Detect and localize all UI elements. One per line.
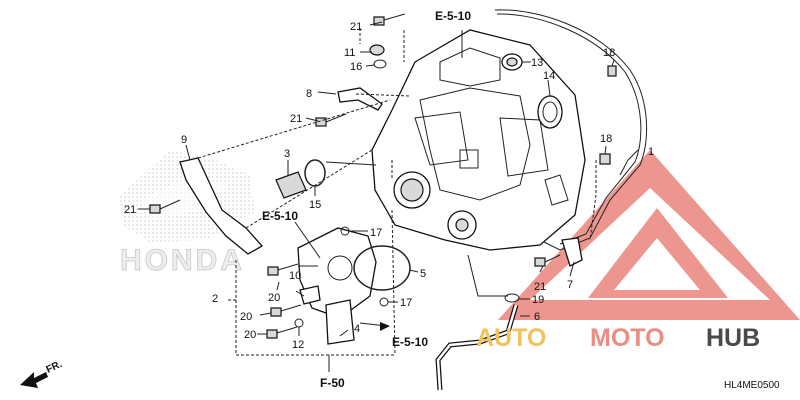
bolt-20 [270, 304, 302, 317]
leader-lines [138, 21, 639, 372]
ref-e-5-10-top[interactable]: E-5-10 [435, 9, 471, 23]
front-direction-arrow: FR. [20, 359, 64, 388]
water-pump-cover [297, 227, 377, 345]
label-18: 18 [600, 133, 612, 145]
label-15: 15 [309, 199, 321, 211]
clamp-19 [504, 293, 520, 303]
label-3: 3 [284, 148, 290, 160]
label-5: 5 [420, 268, 426, 280]
oil-seal-14 [537, 95, 563, 129]
dowel-pin-18 [599, 153, 611, 165]
label-16: 16 [350, 61, 362, 73]
direction-label: FR. [45, 359, 64, 376]
label-20: 20 [244, 329, 256, 341]
o-ring-15 [304, 159, 326, 187]
diagram-code: HL4ME0500 [724, 380, 780, 391]
label-21: 21 [350, 21, 362, 33]
assembly-outline [197, 28, 597, 356]
watermark-hub: HUB [706, 324, 760, 352]
label-6: 6 [534, 311, 540, 323]
label-21: 21 [124, 204, 136, 216]
label-4: 4 [354, 323, 360, 335]
watermark-moto: MOTO [590, 324, 665, 352]
bolt-21 [373, 13, 406, 26]
arrow-icon [380, 322, 390, 331]
label-1: 1 [648, 146, 654, 158]
label-21: 21 [290, 113, 302, 125]
bolt-21 [315, 113, 347, 127]
label-11: 11 [344, 47, 355, 59]
bracket-8 [337, 87, 383, 111]
label-2: 2 [212, 293, 218, 305]
reference-codes: E-5-10 E-5-10 E-5-10 F-50 [262, 9, 471, 390]
label-20: 20 [240, 311, 252, 323]
bracket-9 [179, 157, 264, 255]
bolt-21 [534, 254, 561, 267]
label-12: 12 [292, 339, 304, 351]
label-17: 17 [370, 227, 382, 239]
ref-e-5-10-left[interactable]: E-5-10 [262, 209, 298, 223]
label-19: 19 [532, 294, 544, 306]
arrow-icon [20, 372, 48, 388]
clip-17 [379, 297, 389, 307]
label-9: 9 [181, 134, 187, 146]
bolt-20 [267, 263, 299, 276]
oil-seal-13 [501, 53, 523, 71]
crankcase-cover [371, 29, 586, 251]
ref-f-50[interactable]: F-50 [320, 376, 345, 390]
bracket-7 [561, 237, 583, 267]
label-8: 8 [306, 88, 312, 100]
part-labels: 21 11 16 8 21 9 3 15 21 13 14 18 18 1 17… [124, 21, 654, 351]
watermark-text: AUTO MOTO HUB [476, 324, 760, 352]
label-17: 17 [400, 297, 412, 309]
ref-e-5-10-bottom[interactable]: E-5-10 [392, 335, 428, 349]
bolt-20 [266, 326, 298, 339]
gasket [494, 9, 647, 251]
watermark-auto: AUTO [476, 324, 546, 352]
o-ring-16 [373, 59, 387, 69]
label-13: 13 [531, 57, 543, 69]
label-18: 18 [603, 47, 615, 59]
plug-3 [275, 171, 307, 199]
o-ring-5 [353, 245, 411, 291]
o-ring-12 [294, 318, 304, 328]
dowel-pin-18 [607, 65, 617, 77]
watermark-logo [498, 150, 800, 320]
label-10: 10 [289, 270, 301, 282]
label-14: 14 [543, 70, 555, 82]
label-21: 21 [534, 281, 546, 293]
label-7: 7 [567, 279, 573, 291]
cap-11 [369, 44, 385, 56]
brand-text: HONDA [120, 244, 245, 277]
label-20: 20 [268, 292, 280, 304]
